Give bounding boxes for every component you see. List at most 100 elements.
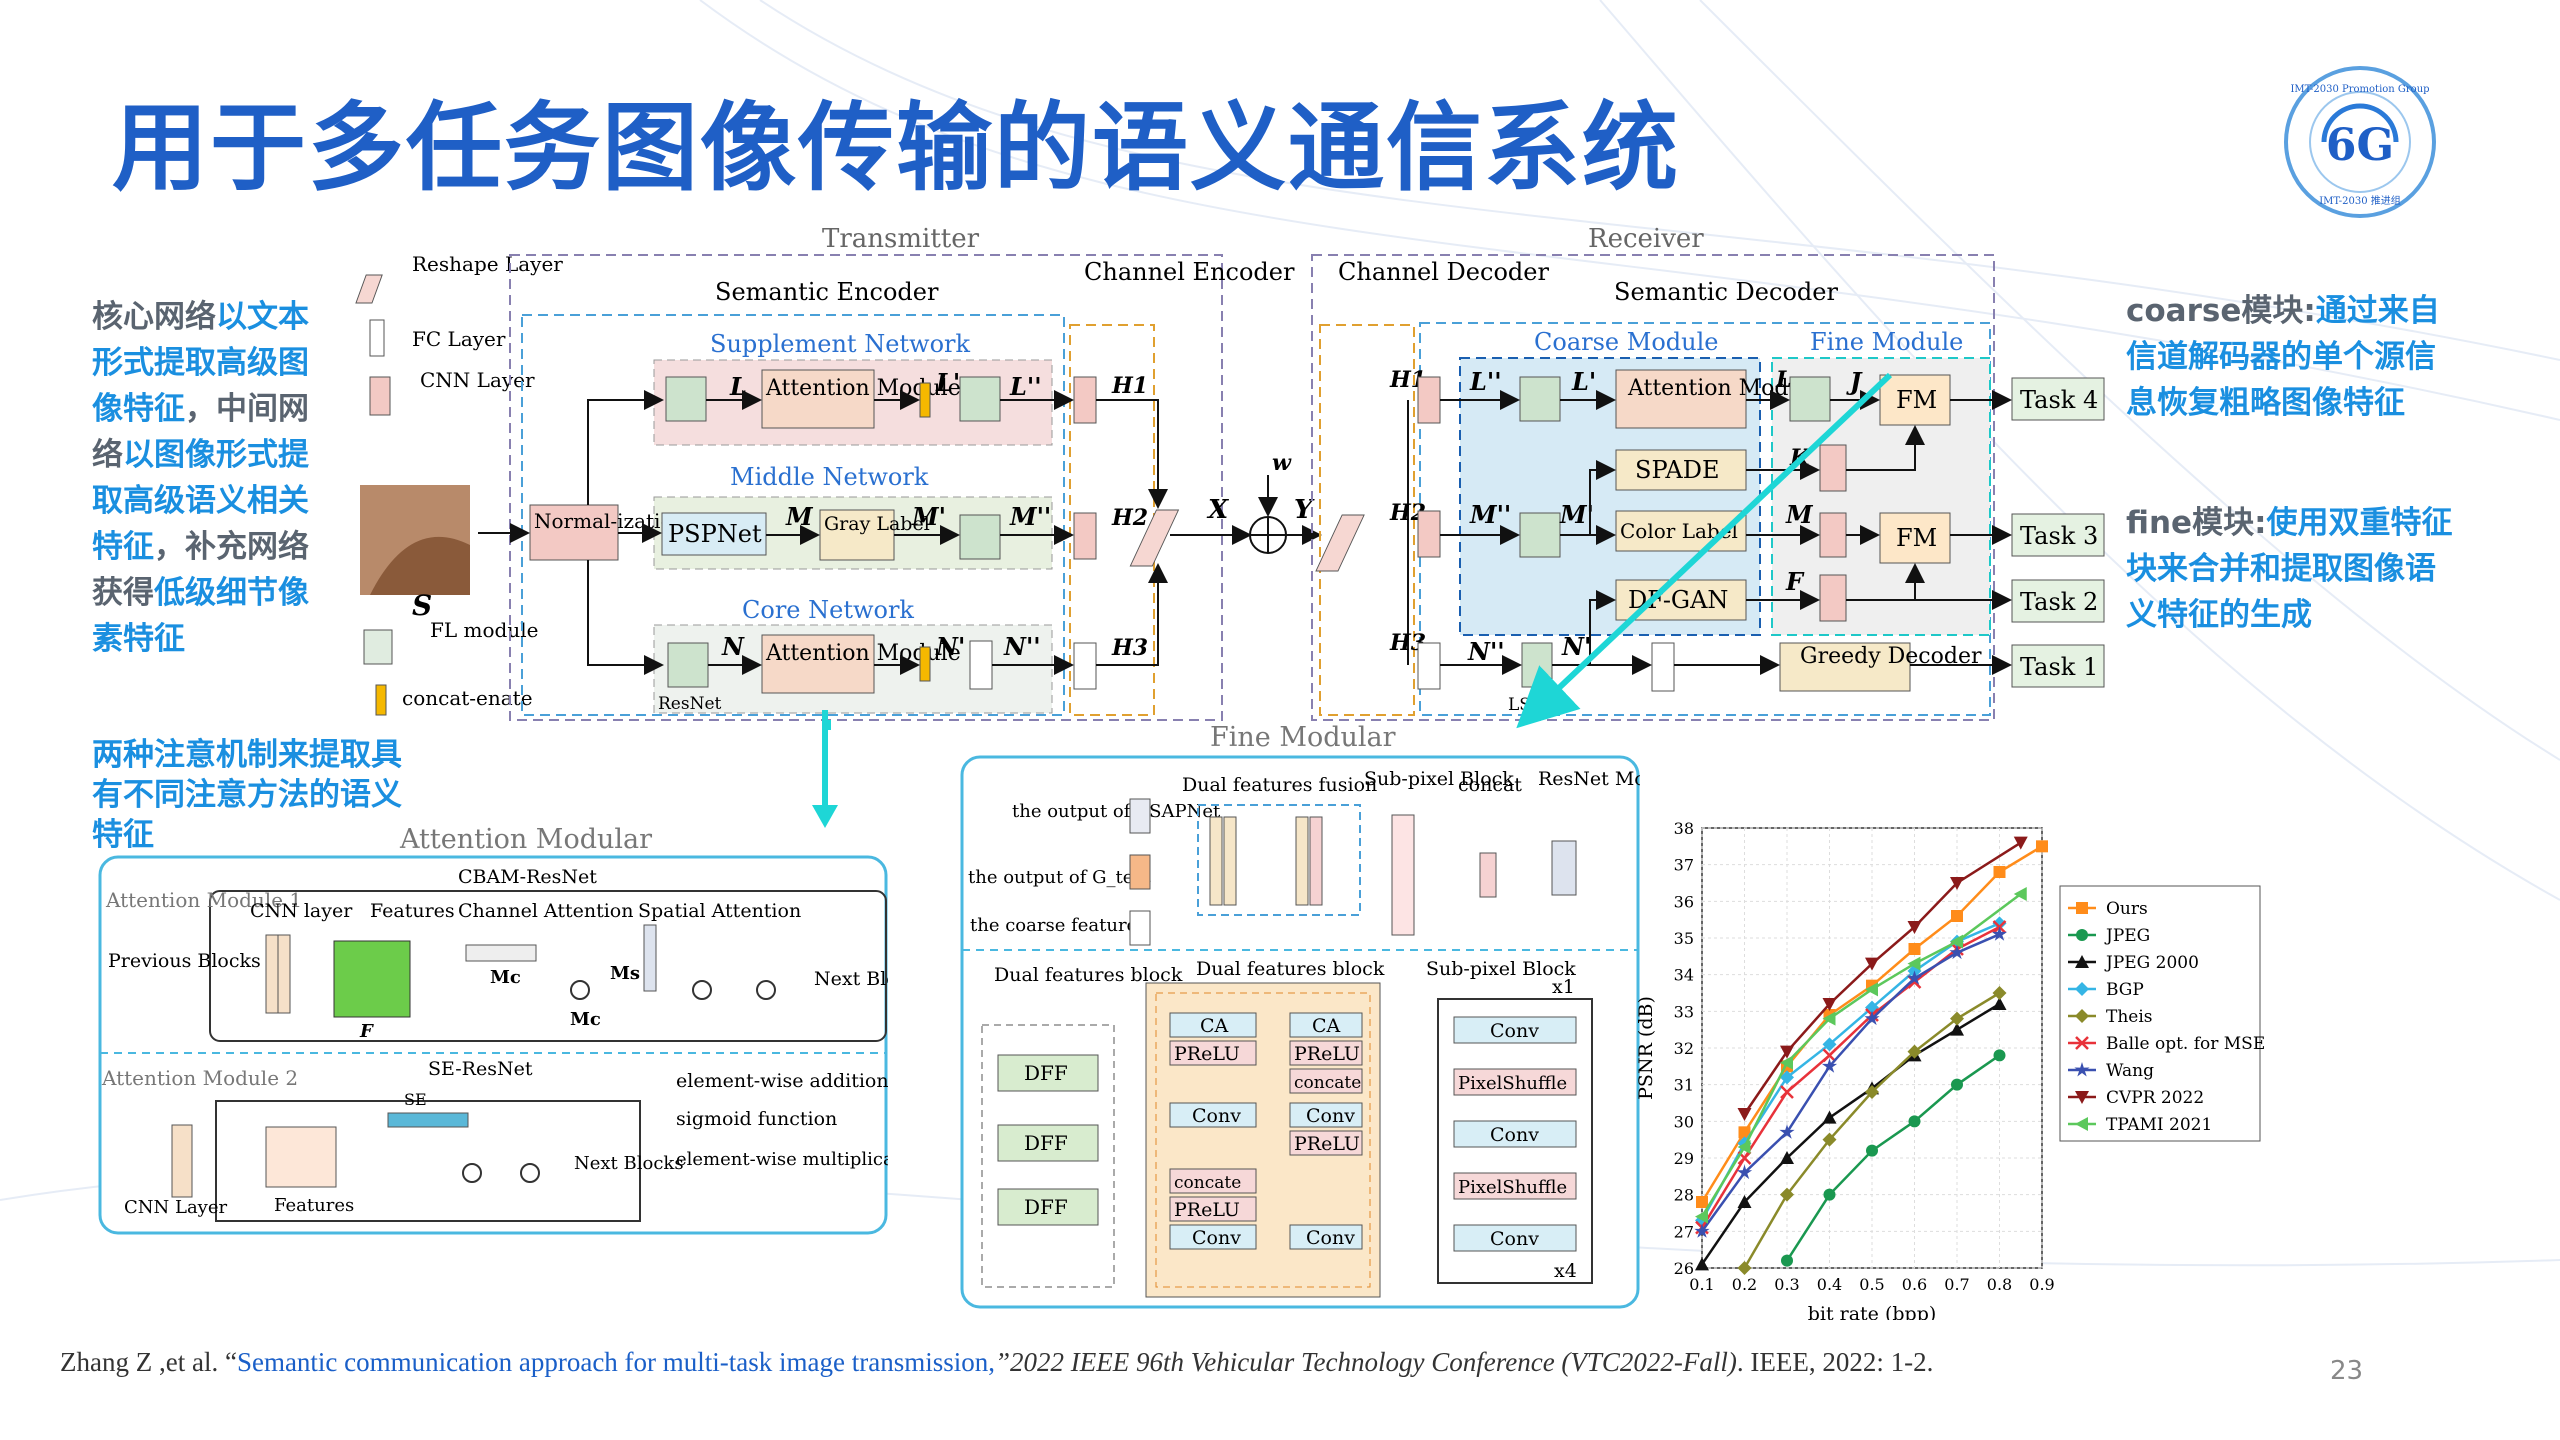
sym-l1: L' — [935, 368, 960, 397]
task-2: Task 2 — [2020, 588, 2098, 616]
right-note-coarse: coarse模块:通过来自信道解码器的单个源信息恢复粗略图像特征 — [2126, 288, 2456, 426]
data-point — [2013, 887, 2027, 901]
y-tick-label: 36 — [1674, 892, 1694, 911]
x-tick-label: 0.6 — [1902, 1275, 1927, 1294]
legend-label: BGP — [2106, 980, 2144, 1000]
sp-conv-1: Conv — [1490, 1020, 1539, 1042]
sym-se: SE — [404, 1090, 427, 1109]
legend-label: Balle opt. for MSE — [2106, 1034, 2265, 1054]
data-point — [1907, 956, 1921, 971]
attention-module-supplement: Attention Module — [765, 376, 961, 401]
fine-modular-title: Fine Modular — [1210, 722, 1396, 753]
task-4: Task 4 — [2020, 386, 2098, 414]
data-point — [2074, 1062, 2090, 1077]
sym-ms: Ms — [610, 963, 640, 984]
receiver-label: Receiver — [1588, 224, 1704, 254]
spatial-attention-label: Spatial Attention — [638, 900, 801, 922]
next-blocks-label: Next Blocks — [814, 968, 888, 990]
conv-right-1: Conv — [1306, 1105, 1355, 1127]
sym-l: L — [729, 372, 747, 401]
data-point — [1781, 1254, 1793, 1267]
legend-label: JPEG — [2104, 926, 2150, 946]
y-tick-label: 26 — [1674, 1259, 1694, 1278]
task-1: Task 1 — [2020, 653, 2098, 681]
middle-network-label: Middle Network — [730, 463, 929, 491]
logo-6g-text: 6G — [2326, 120, 2394, 171]
data-point — [1823, 1188, 1836, 1201]
cbam-label: CBAM-ResNet — [458, 866, 597, 888]
channel-decoder-label: Channel Decoder — [1338, 258, 1549, 286]
se-resnet-label: SE-ResNet — [428, 1058, 533, 1080]
data-point — [1908, 943, 1921, 955]
transmitter-label: Transmitter — [822, 224, 980, 254]
sym-l2: L'' — [1009, 372, 1042, 401]
concat-label: concat — [1458, 774, 1522, 796]
attention-modular-diagram: CBAM-ResNet Attention Module 1 CNN layer… — [98, 855, 888, 1235]
x-tick-label: 0.1 — [1689, 1275, 1714, 1294]
y-axis-label: PSNR (dB) — [1635, 996, 1657, 1100]
data-point — [1780, 1085, 1794, 1099]
sym-n2-hat: N'' — [1467, 637, 1505, 666]
features-label: Features — [370, 900, 455, 922]
data-point — [1694, 1223, 1710, 1238]
ca-right: CA — [1312, 1015, 1341, 1037]
data-point — [2075, 1036, 2089, 1050]
sym-l1-hat: L' — [1571, 367, 1596, 396]
y-tick-label: 27 — [1674, 1222, 1694, 1241]
data-point — [1906, 970, 1923, 985]
data-point — [1908, 1115, 1921, 1128]
left-note-highlight: 以图像形式提取高级语义相关特征 — [92, 437, 309, 565]
x-tick-label: 0.8 — [1987, 1275, 2012, 1294]
legend-label: Wang — [2106, 1061, 2154, 1081]
data-point — [1950, 877, 1964, 890]
chart-legend-box — [2059, 885, 2261, 1142]
legend-fl: FL module — [430, 618, 538, 642]
reference: Zhang Z ,et al. “Semantic communication … — [60, 1347, 1933, 1378]
spade-block: SPADE — [1635, 456, 1719, 484]
sym-n2: N'' — [1003, 632, 1041, 661]
core-network-label: Core Network — [742, 596, 914, 624]
data-point — [2075, 1091, 2089, 1104]
prelu-left-2: PReLU — [1174, 1199, 1240, 1221]
data-point — [1780, 1055, 1793, 1070]
left-note: 核心网络以文本形式提取高级图像特征，中间网络以图像形式提取高级语义相关特征，补充… — [92, 294, 332, 662]
right-note-coarse-body: 通过来自信道解码器的单个源信息恢复粗略图像特征 — [2126, 293, 2440, 421]
semantic-encoder-label: Semantic Encoder — [715, 278, 939, 306]
sym-h3: H3 — [1111, 635, 1148, 661]
cyan-arrow — [812, 710, 838, 828]
data-point — [1780, 1045, 1794, 1059]
x1-label: x1 — [1552, 976, 1575, 998]
y-tick-label: 32 — [1674, 1039, 1694, 1058]
data-point — [1737, 1140, 1751, 1154]
left-note-part: ，补充网络获得 — [92, 529, 309, 611]
pixelshuffle-1: PixelShuffle — [1458, 1073, 1567, 1094]
page-title: 用于多任务图像传输的语义通信系统 — [112, 92, 1680, 204]
data-point — [1738, 1126, 1751, 1139]
y-tick-label: 31 — [1674, 1076, 1694, 1095]
input-gtext: the output of G_text — [968, 867, 1152, 888]
data-point — [1865, 982, 1878, 997]
right-note-fine: fine模块:使用双重特征块来合并和提取图像语义特征的生成 — [2126, 500, 2456, 638]
legend-fc: FC Layer — [412, 327, 506, 351]
sym-x: X — [1206, 495, 1230, 525]
data-point — [1737, 1195, 1752, 1208]
sym-s: S — [412, 589, 432, 622]
data-point — [2075, 1117, 2088, 1131]
sym-w: w — [1272, 450, 1292, 476]
sym-mc-2: Mc — [570, 1009, 601, 1030]
y-tick-label: 33 — [1674, 1002, 1694, 1021]
data-point — [1865, 1085, 1879, 1099]
y-tick-label: 35 — [1674, 929, 1694, 948]
sym-m1: M' — [911, 502, 946, 531]
concate-right: concate — [1294, 1073, 1361, 1093]
sym-mc: Mc — [490, 967, 521, 988]
sym-h2: H2 — [1111, 505, 1148, 531]
data-point — [2075, 955, 2089, 968]
fine-module-label: Fine Module — [1810, 328, 1963, 356]
data-point — [1907, 1044, 1922, 1059]
left-note-attention: 两种注意机制来提取具有不同注意方法的语义特征 — [92, 737, 402, 853]
right-note-coarse-head: coarse模块: — [2126, 293, 2316, 329]
ref-paper-link[interactable]: Semantic communication approach for mult… — [236, 1347, 996, 1377]
x-tick-label: 0.3 — [1774, 1275, 1799, 1294]
